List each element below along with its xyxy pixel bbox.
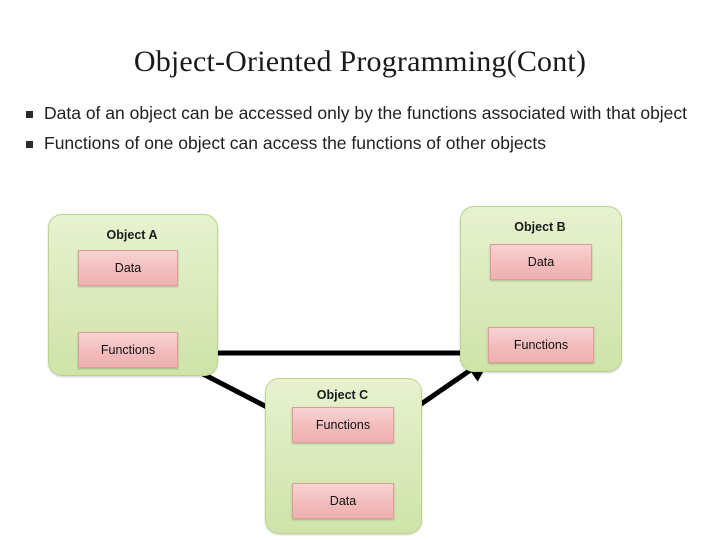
object-interaction-diagram: Object A Data Functions Object B Data Fu… (0, 198, 720, 540)
object-c-functions-box: Functions (292, 407, 394, 443)
page-title: Object-Oriented Programming(Cont) (133, 45, 587, 78)
list-item: Data of an object can be accessed only b… (14, 100, 706, 128)
object-a-functions-box: Functions (78, 332, 178, 368)
object-b-title: Object B (514, 220, 566, 234)
bullet-text: Data of an object can be accessed only b… (44, 103, 688, 123)
object-c-title: Object C (316, 388, 369, 402)
square-bullet-icon (14, 100, 44, 128)
bullet-list: Data of an object can be accessed only b… (14, 100, 706, 160)
object-a-title: Object A (106, 228, 158, 242)
object-a-data-box: Data (78, 250, 178, 286)
object-b-data-box: Data (490, 244, 592, 280)
object-b-functions-box: Functions (488, 327, 594, 363)
list-item: Functions of one object can access the f… (14, 130, 706, 158)
object-c-data-box: Data (292, 483, 394, 519)
square-bullet-icon (14, 130, 44, 158)
bullet-text: Functions of one object can access the f… (44, 133, 546, 153)
